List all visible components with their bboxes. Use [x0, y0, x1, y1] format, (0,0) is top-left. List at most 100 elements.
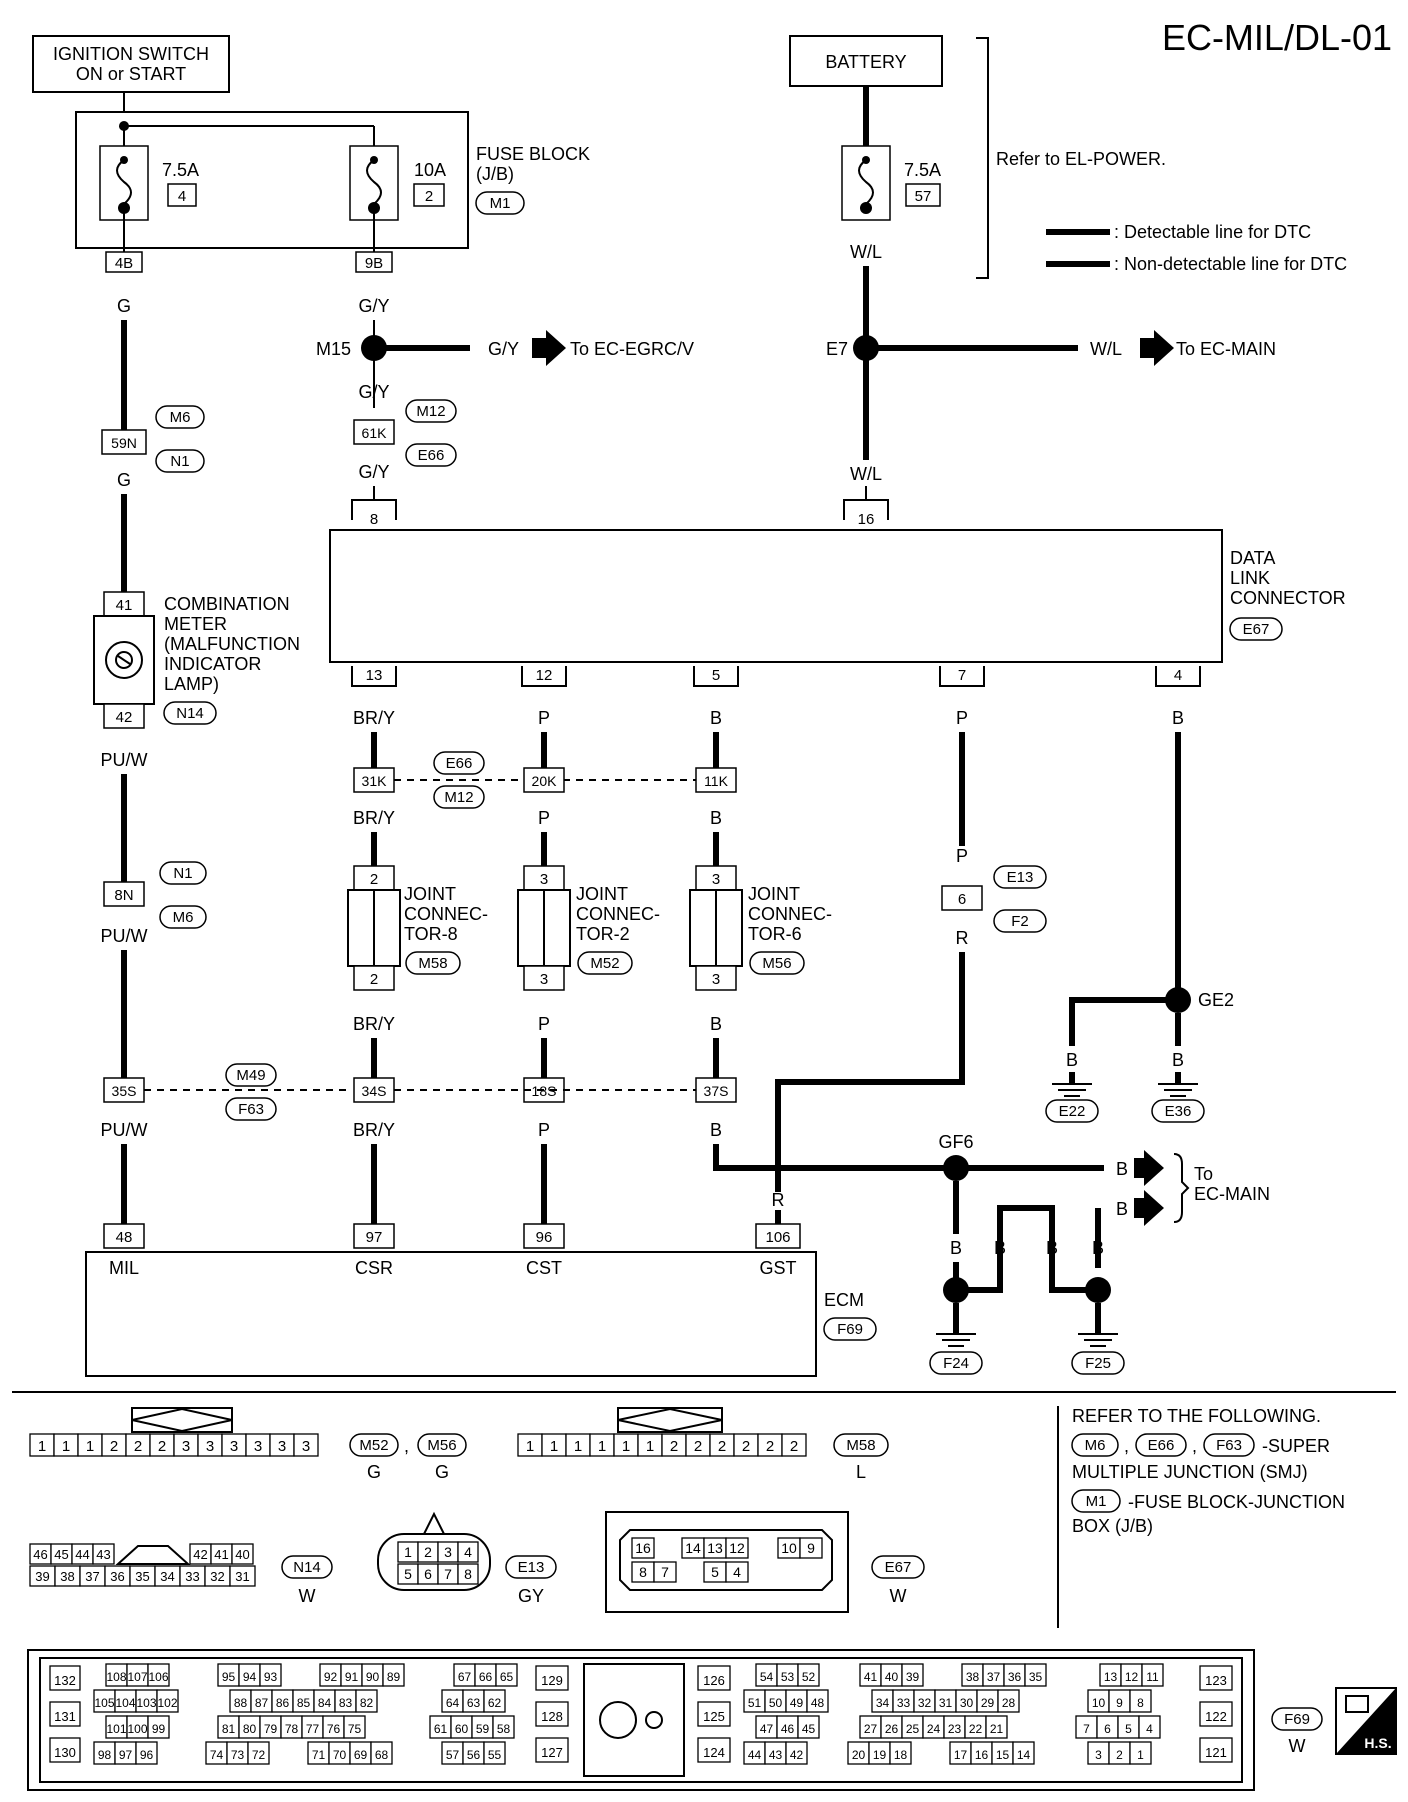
to-ec-main-2: EC-MAIN [1194, 1184, 1270, 1204]
pin-number: 70 [333, 1748, 347, 1762]
conn-m56: M56 [762, 955, 791, 972]
svg-text:CONNEC-: CONNEC- [404, 904, 488, 924]
arrow-right-icon [1134, 1150, 1164, 1186]
pin-2: 2 [370, 871, 378, 888]
conn-m6: M6 [170, 409, 191, 426]
pin-cell [535, 1665, 569, 1691]
ecm-terminal-gst: GST [759, 1258, 796, 1278]
pin-number: 103 [136, 1696, 156, 1710]
pin-number: 64 [446, 1696, 460, 1710]
pin-number: 24 [927, 1722, 941, 1736]
fuse-block-jb: (J/B) [476, 164, 514, 184]
pin-cell [49, 1737, 81, 1763]
pin-48: 48 [116, 1229, 133, 1246]
pin-number: 36 [1008, 1670, 1022, 1684]
svg-text:(MALFUNCTION: (MALFUNCTION [164, 634, 300, 654]
wire-color: B [994, 1238, 1006, 1258]
pin-cell [135, 1741, 158, 1765]
legend-detectable: : Detectable line for DTC [1114, 222, 1311, 242]
pin-number: 5 [404, 1566, 412, 1582]
pin-number: 82 [360, 1696, 374, 1710]
junction-ge2-label: GE2 [1198, 990, 1234, 1010]
pin-number: 132 [54, 1673, 76, 1688]
pin-cell [483, 1689, 506, 1713]
pin-number: 57 [446, 1748, 460, 1762]
pin-number: 102 [157, 1696, 177, 1710]
pin-number: 51 [748, 1696, 762, 1710]
pin-cell [725, 1537, 749, 1559]
pin-number: 1 [622, 1438, 630, 1455]
wire-color: B [1172, 708, 1184, 728]
pin-9b: 9B [365, 255, 383, 272]
pin-number: 66 [479, 1670, 493, 1684]
pin-3: 3 [540, 971, 548, 988]
pin-number: 45 [54, 1547, 68, 1562]
pin-number: 13 [707, 1540, 723, 1556]
ground-junction [1085, 1277, 1111, 1303]
pin-cell [370, 1741, 393, 1765]
wire-color: G [117, 470, 131, 490]
pin-number: 56 [467, 1748, 481, 1762]
pin-number: 5 [1125, 1722, 1132, 1736]
pin-4b: 4B [115, 255, 133, 272]
pin-number: 7 [444, 1566, 452, 1582]
pin-cell [457, 1563, 479, 1585]
ecm-terminal-cst: CST [526, 1258, 562, 1278]
pin-cell [483, 1741, 506, 1765]
pin-number: 14 [1017, 1748, 1031, 1762]
pin-number: 127 [541, 1745, 563, 1760]
conn-m52: M52 [590, 955, 619, 972]
conn-f69: F69 [837, 1321, 863, 1338]
pin-number: 62 [488, 1696, 502, 1710]
svg-text:E13: E13 [518, 1559, 545, 1576]
pin-number: 59 [476, 1722, 490, 1736]
wire-color: R [772, 1190, 785, 1210]
pin-number: 6 [1104, 1722, 1111, 1736]
pin-number: 15 [996, 1748, 1010, 1762]
pin-59n: 59N [111, 435, 137, 451]
conn-e67: E67 [1243, 621, 1270, 638]
pin-number: 129 [541, 1673, 563, 1688]
pin-number: 125 [703, 1709, 725, 1724]
pin-number: 105 [94, 1696, 114, 1710]
pin-number: 30 [960, 1696, 974, 1710]
legend-non-detectable: : Non-detectable line for DTC [1114, 254, 1347, 274]
conn-color: GY [518, 1586, 544, 1606]
pin-cell [1129, 1689, 1152, 1713]
refer-smj: -SUPER [1262, 1436, 1330, 1456]
pin-number: 69 [354, 1748, 368, 1762]
arrow-right-icon [1140, 330, 1174, 366]
pin-number: 22 [969, 1722, 983, 1736]
pin-number: 12 [1125, 1670, 1139, 1684]
svg-text:,: , [1192, 1436, 1197, 1456]
pin-cell [799, 1537, 823, 1559]
pin-number: 40 [235, 1547, 249, 1562]
svg-text:E66: E66 [1148, 1437, 1175, 1454]
wire-color: G/Y [488, 339, 519, 359]
wire-color: PU/W [101, 926, 148, 946]
pin-7: 7 [958, 667, 966, 684]
refer-el-power: Refer to EL-POWER. [996, 149, 1166, 169]
wire-color: P [538, 808, 550, 828]
pin-number: 1 [62, 1438, 70, 1455]
pin-number: 37 [987, 1670, 1001, 1684]
pin-number: 19 [873, 1748, 887, 1762]
pin-number: 2 [718, 1438, 726, 1455]
pin-number: 27 [864, 1722, 878, 1736]
joint-connector-face [131, 1407, 233, 1433]
wire-color: B [1092, 1238, 1104, 1258]
ignition-switch-label: IGNITION SWITCH [53, 44, 209, 64]
pin-cell [229, 1565, 256, 1587]
conn-color: W [299, 1586, 316, 1606]
pin-number: 63 [467, 1696, 481, 1710]
svg-text:E67: E67 [885, 1559, 912, 1576]
pin-cell [147, 1715, 170, 1739]
battery-fuse-amps: 7.5A [904, 160, 941, 180]
wire-color: P [538, 708, 550, 728]
pin-number: 87 [255, 1696, 269, 1710]
pin-number: 91 [345, 1670, 359, 1684]
pin-3: 3 [712, 971, 720, 988]
conn-color: G [435, 1462, 449, 1482]
conn-n1: N1 [170, 453, 189, 470]
pin-cell [49, 1665, 81, 1691]
